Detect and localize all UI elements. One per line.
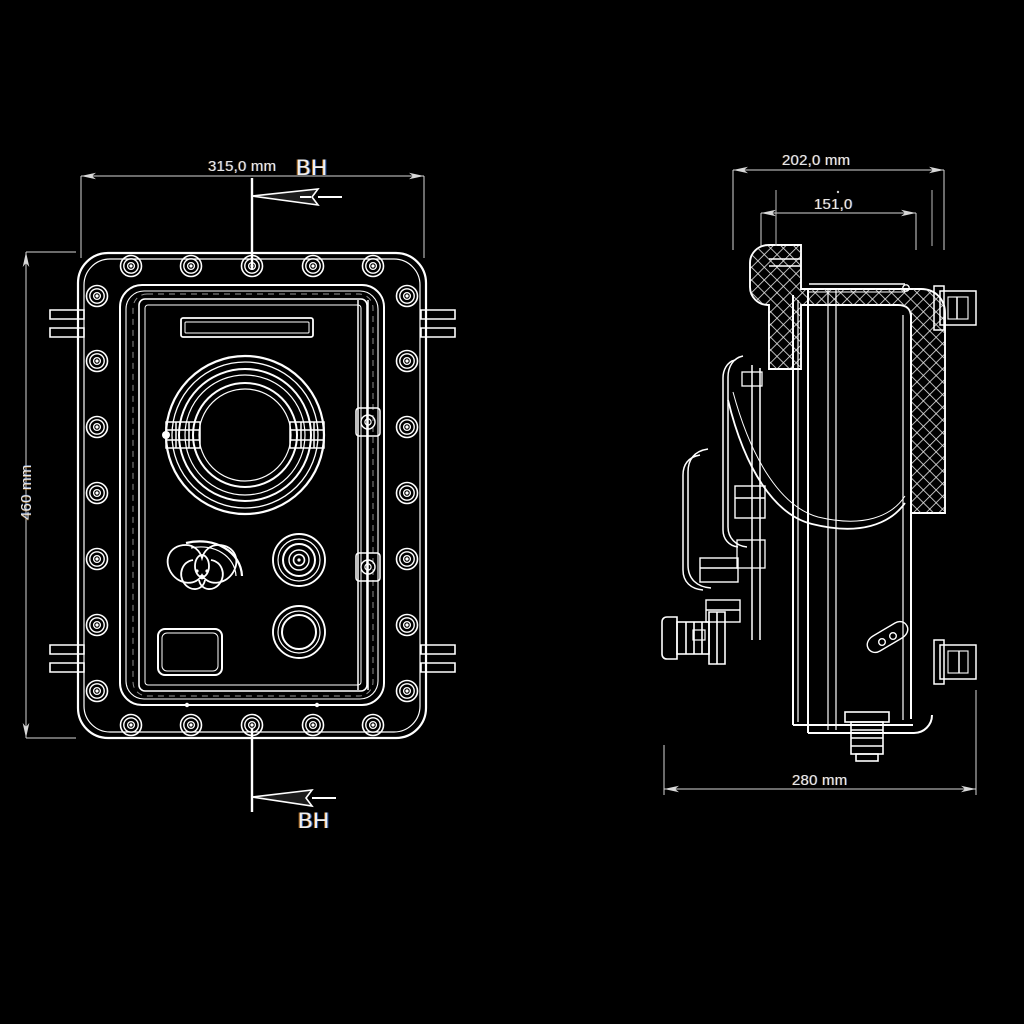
hinge-assembly (682, 355, 766, 641)
section-mark-top (250, 178, 342, 270)
selector-knob (166, 540, 244, 590)
section-mark-bottom (250, 728, 336, 812)
dimension-side-depth: 202,0 mm (782, 152, 851, 169)
side-handle (661, 611, 726, 665)
dimension-lines-front (22, 172, 425, 739)
dimension-front-width: 315,0 mm (208, 158, 277, 175)
indicator-lamp (272, 533, 326, 587)
data-tag (866, 620, 909, 654)
nameplate-recess (157, 628, 223, 676)
dimension-front-height: 460 mm (18, 464, 35, 520)
dimension-side-height: 280 mm (792, 772, 848, 789)
latch-bracket (933, 285, 977, 685)
side-view-geometry (661, 190, 977, 762)
front-view-geometry (49, 251, 456, 740)
dimension-lines-side (663, 166, 977, 795)
dimension-side-inner-depth: 151,0 (814, 196, 853, 213)
display-slot (180, 317, 314, 338)
section-label-top: BH (296, 155, 328, 180)
mounting-tab (49, 309, 456, 673)
main-viewport (162, 354, 326, 516)
push-button (272, 605, 326, 659)
section-label-bottom: BH (298, 808, 330, 833)
cable-gland (844, 711, 890, 762)
